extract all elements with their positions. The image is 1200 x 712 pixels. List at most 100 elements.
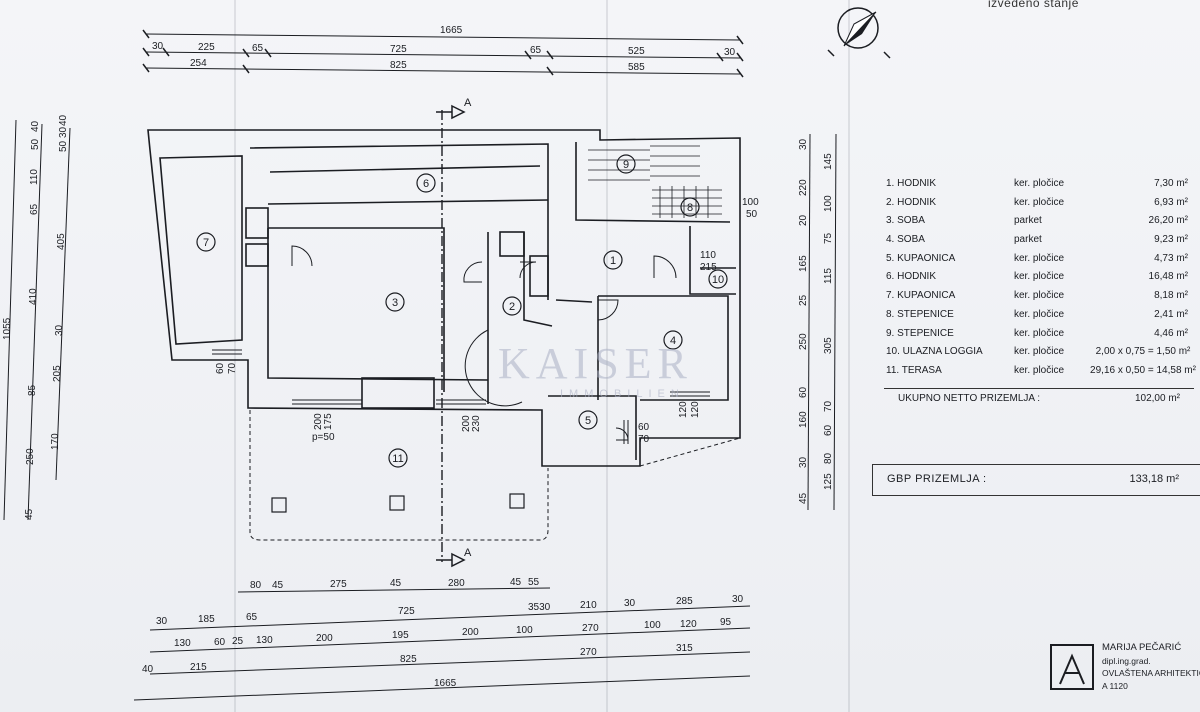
room-floor: parket: [1014, 234, 1042, 246]
room-row: 6. HODNIK ker. pločice 16,48 m²: [884, 271, 1194, 290]
svg-text:200: 200: [316, 633, 333, 644]
room-floor: ker. pločice: [1014, 271, 1065, 283]
room-area: 7,30 m²: [1154, 178, 1188, 189]
windows: [212, 349, 710, 444]
svg-text:65: 65: [246, 612, 258, 623]
svg-text:30: 30: [732, 594, 744, 605]
room-floor: ker. pločice: [1014, 290, 1065, 302]
svg-text:270: 270: [580, 647, 597, 658]
svg-text:25: 25: [232, 636, 244, 647]
room-number-3: 3: [392, 297, 398, 309]
room-name: 8. STEPENICE: [886, 308, 954, 320]
svg-text:60: 60: [823, 424, 834, 436]
room-area: 16,48 m²: [1148, 271, 1188, 283]
svg-text:125: 125: [823, 473, 834, 490]
room-area: 4,46 m²: [1154, 327, 1188, 339]
dim-right-col1: 30 220 20 165 25 250 60 160 30 45: [798, 138, 809, 504]
paper-fold: [848, 0, 850, 712]
svg-text:70: 70: [638, 434, 650, 445]
svg-text:405: 405: [56, 233, 67, 250]
room-area: 26,20 m²: [1148, 215, 1188, 227]
room-number-6: 6: [423, 178, 429, 190]
svg-text:50: 50: [30, 138, 41, 150]
dim-bottom-total: 1665: [434, 678, 457, 689]
svg-text:305: 305: [823, 337, 834, 354]
svg-text:205: 205: [52, 365, 63, 382]
section-marker-top: [436, 104, 466, 120]
svg-text:80: 80: [823, 452, 834, 464]
dim-top-row3: 254 825 585: [190, 58, 645, 73]
room-name: 4. SOBA: [886, 234, 925, 246]
section-label-top: A: [464, 97, 472, 109]
svg-text:20: 20: [798, 214, 809, 226]
architect-name: MARIJA PEČARIĆ: [1102, 642, 1182, 653]
svg-text:110: 110: [700, 250, 716, 261]
dim-top-total: 1665: [440, 25, 463, 36]
svg-text:585: 585: [628, 62, 645, 73]
room-area: 9,23 m²: [1154, 234, 1188, 246]
svg-text:120: 120: [690, 401, 701, 418]
net-area-total: UKUPNO NETTO PRIZEMLJA : 102,00 m²: [884, 388, 1194, 404]
room-number-7: 7: [203, 237, 209, 249]
architect-role: OVLAŠTENA ARHITEKTICA: [1102, 668, 1200, 678]
svg-text:200: 200: [461, 415, 472, 432]
svg-text:160: 160: [798, 411, 809, 428]
room-area: 2,41 m²: [1154, 308, 1188, 320]
svg-text:30: 30: [798, 456, 809, 468]
svg-text:60: 60: [215, 362, 226, 374]
terrace-outline: [249, 410, 741, 541]
room-floor: ker. pločice: [1014, 346, 1065, 358]
svg-text:315: 315: [676, 643, 693, 654]
dim-bottom-row4: 40 215 825 270 315: [142, 643, 693, 675]
svg-text:75: 75: [823, 232, 834, 244]
room-floor: parket: [1014, 215, 1042, 227]
svg-text:60: 60: [798, 386, 809, 398]
net-area-label: UKUPNO NETTO PRIZEMLJA :: [898, 393, 1041, 404]
room-name: 6. HODNIK: [886, 271, 937, 283]
svg-text:725: 725: [390, 44, 407, 55]
svg-text:100: 100: [516, 625, 533, 636]
svg-text:410: 410: [28, 288, 39, 305]
top-dimension-lines: [142, 29, 744, 78]
svg-text:80: 80: [250, 580, 262, 591]
room-name: 5. KUPAONICA: [886, 252, 956, 264]
svg-text:25: 25: [798, 294, 809, 306]
svg-text:70: 70: [823, 400, 834, 412]
svg-text:230: 230: [471, 415, 482, 432]
svg-text:250: 250: [798, 333, 809, 350]
stairs-9: [588, 145, 700, 181]
room-number-8: 8: [687, 202, 693, 214]
svg-text:185: 185: [198, 614, 215, 625]
paper-fold: [234, 0, 236, 712]
svg-text:725: 725: [398, 606, 415, 617]
svg-text:130: 130: [174, 638, 191, 649]
room-row: 4. SOBA parket 9,23 m²: [884, 234, 1194, 253]
room-floor: ker. pločice: [1014, 252, 1065, 264]
watermark-subtitle: IMMOBILIEN: [560, 388, 685, 400]
net-area-value: 102,00 m²: [1134, 393, 1180, 404]
dim-top-row2: 30 225 65 725 65 525 30: [152, 41, 736, 58]
room-numbers: 1 2 3 4 5 6 7 8 9 10 11: [203, 159, 724, 465]
dim-left-mid: 50 40 110 65 410 85 250 45: [24, 120, 41, 520]
header-fragment: izvedeno stanje: [988, 0, 1079, 10]
architect-number: A 1120: [1102, 681, 1128, 691]
room-floor: ker. pločice: [1014, 364, 1065, 376]
svg-text:250: 250: [25, 448, 36, 465]
svg-text:60: 60: [638, 422, 650, 433]
section-label-bottom: A: [464, 547, 472, 559]
room-name: 9. STEPENICE: [886, 327, 954, 339]
svg-text:40: 40: [142, 664, 154, 675]
dim-bottom-row2: 30 185 65 725 3530 210 30 285 30: [156, 594, 744, 627]
svg-text:280: 280: [448, 578, 465, 589]
svg-text:170: 170: [50, 433, 61, 450]
svg-text:30: 30: [624, 598, 636, 609]
svg-text:45: 45: [272, 580, 284, 591]
svg-text:45: 45: [798, 492, 809, 504]
svg-text:50: 50: [58, 140, 69, 152]
svg-text:65: 65: [252, 43, 264, 54]
svg-text:215: 215: [190, 662, 207, 673]
svg-text:95: 95: [720, 617, 732, 628]
